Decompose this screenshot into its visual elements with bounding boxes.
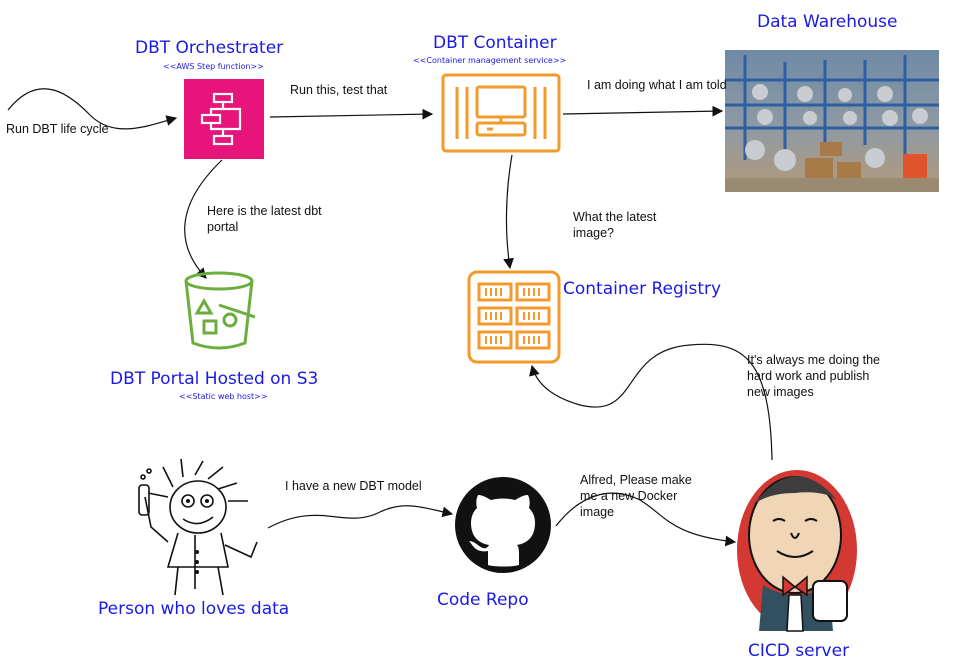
label-alfred: Alfred, Please make me a new Docker imag… — [580, 473, 692, 519]
edge-new-model — [267, 505, 454, 529]
edge-latest-portal — [184, 159, 223, 279]
person-title: Person who loves data — [98, 599, 290, 619]
warehouse-photo — [725, 50, 939, 192]
label-new-model: I have a new DBT model — [285, 479, 422, 493]
cicd-title: CICD server — [748, 641, 850, 661]
repo-title: Code Repo — [437, 590, 529, 610]
orchestrator-title: DBT Orchestrater — [135, 38, 284, 58]
label-latest-image: What the latest image? — [573, 210, 657, 240]
edge-run-lifecycle — [7, 88, 178, 130]
step-function-icon — [184, 79, 264, 159]
container-registry-icon — [467, 270, 561, 364]
container-title: DBT Container — [433, 33, 557, 53]
container-service-icon — [441, 73, 561, 153]
github-icon — [455, 477, 551, 573]
registry-title: Container Registry — [563, 279, 722, 299]
container-subtitle: <<Container management service>> — [413, 56, 567, 65]
label-run-this: Run this, test that — [290, 83, 388, 97]
s3-bucket-icon — [184, 271, 255, 350]
scientist-illustration — [138, 458, 258, 596]
edge-alfred — [555, 492, 737, 547]
label-doing-told: I am doing what I am told — [587, 78, 727, 92]
label-hard-work: It's always me doing the hard work and p… — [747, 353, 881, 399]
portal-title: DBT Portal Hosted on S3 — [110, 369, 319, 389]
orchestrator-subtitle: <<AWS Step function>> — [163, 62, 264, 71]
portal-subtitle: <<Static web host>> — [179, 392, 268, 401]
edge-latest-image — [503, 154, 514, 270]
jenkins-icon — [737, 470, 857, 632]
warehouse-title: Data Warehouse — [757, 12, 898, 32]
edge-doing-told — [562, 105, 724, 117]
label-latest-portal: Here is the latest dbt portal — [207, 204, 322, 234]
label-run-lifecycle: Run DBT life cycle — [6, 122, 109, 136]
edge-run-this — [269, 108, 434, 120]
edge-hard-work — [529, 343, 773, 461]
